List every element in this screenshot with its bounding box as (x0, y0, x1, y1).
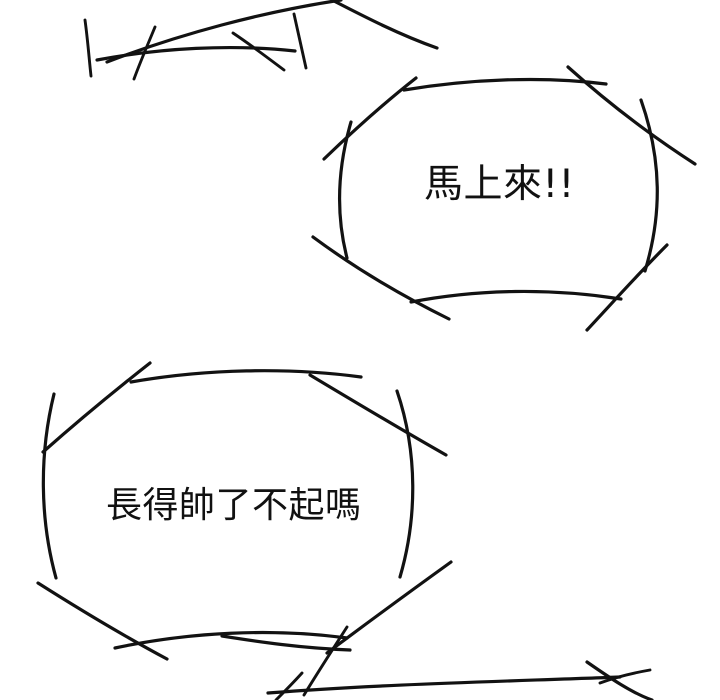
bubble-1-dialogue: 馬上來!! (424, 162, 575, 207)
bubble-2-dialogue: 長得帥了不起嗎 (106, 485, 362, 526)
bubble-1-outline (311, 65, 697, 332)
bubble-top-partial-outline (83, 0, 439, 81)
bubble-bottom-partial-outline (220, 625, 654, 700)
bubble-2-outline (36, 361, 453, 661)
